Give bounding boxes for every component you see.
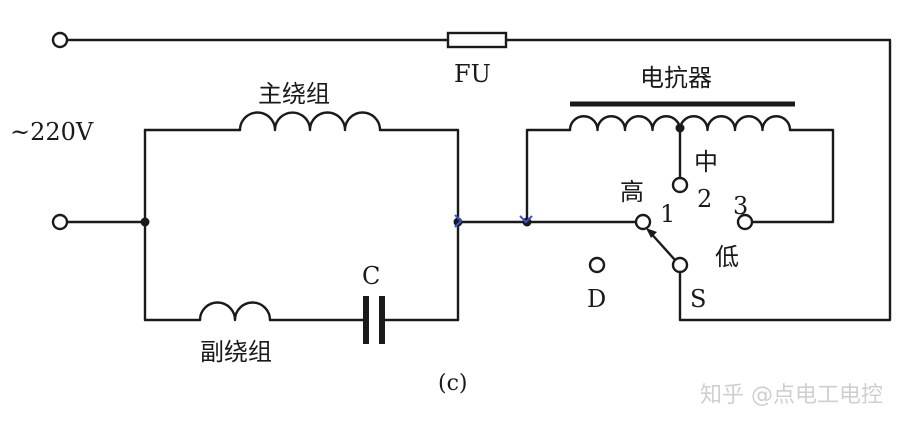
supply-terminal-bottom — [51, 213, 69, 231]
capacitor — [363, 296, 385, 344]
switch-s-terminal — [671, 256, 689, 274]
main-winding-label: 主绕组 — [258, 80, 330, 108]
supply-voltage-label: ~220V — [10, 118, 94, 146]
tap-3-label: 3 — [733, 192, 748, 220]
tap-d-terminal — [588, 256, 606, 274]
reactor-wires — [456, 128, 835, 322]
tap-1-label: 1 — [660, 200, 675, 228]
tap-low-label: 低 — [715, 243, 739, 271]
wire-marker-blue-right — [519, 215, 533, 224]
tap-mid-label: 中 — [694, 148, 718, 176]
main-winding-coil — [238, 111, 382, 132]
tap-1-terminal — [634, 213, 652, 231]
switch-blade — [646, 228, 676, 261]
tap-d-label: D — [587, 285, 606, 313]
junction-left — [140, 217, 150, 227]
tap-2-terminal — [671, 176, 689, 194]
figure-caption: (c) — [438, 371, 468, 396]
top-supply-wire — [64, 38, 892, 322]
reactor-label: 电抗器 — [640, 64, 712, 92]
tap-high-label: 高 — [620, 178, 644, 206]
tap-3-terminal — [736, 213, 754, 231]
fuse-label: FU — [454, 60, 491, 88]
aux-winding-label: 副绕组 — [200, 338, 272, 366]
reactor-coil — [568, 115, 792, 132]
watermark: 知乎 @点电工电控 — [700, 383, 883, 408]
fuse — [446, 31, 508, 49]
capacitor-label: C — [362, 262, 380, 290]
switch-s-label: S — [690, 285, 706, 313]
winding-loop-wires — [65, 128, 460, 322]
supply-terminal-top — [51, 31, 69, 49]
aux-winding-coil — [198, 301, 272, 322]
tap-2-label: 2 — [697, 185, 712, 213]
wire-marker-blue-left — [454, 214, 463, 228]
